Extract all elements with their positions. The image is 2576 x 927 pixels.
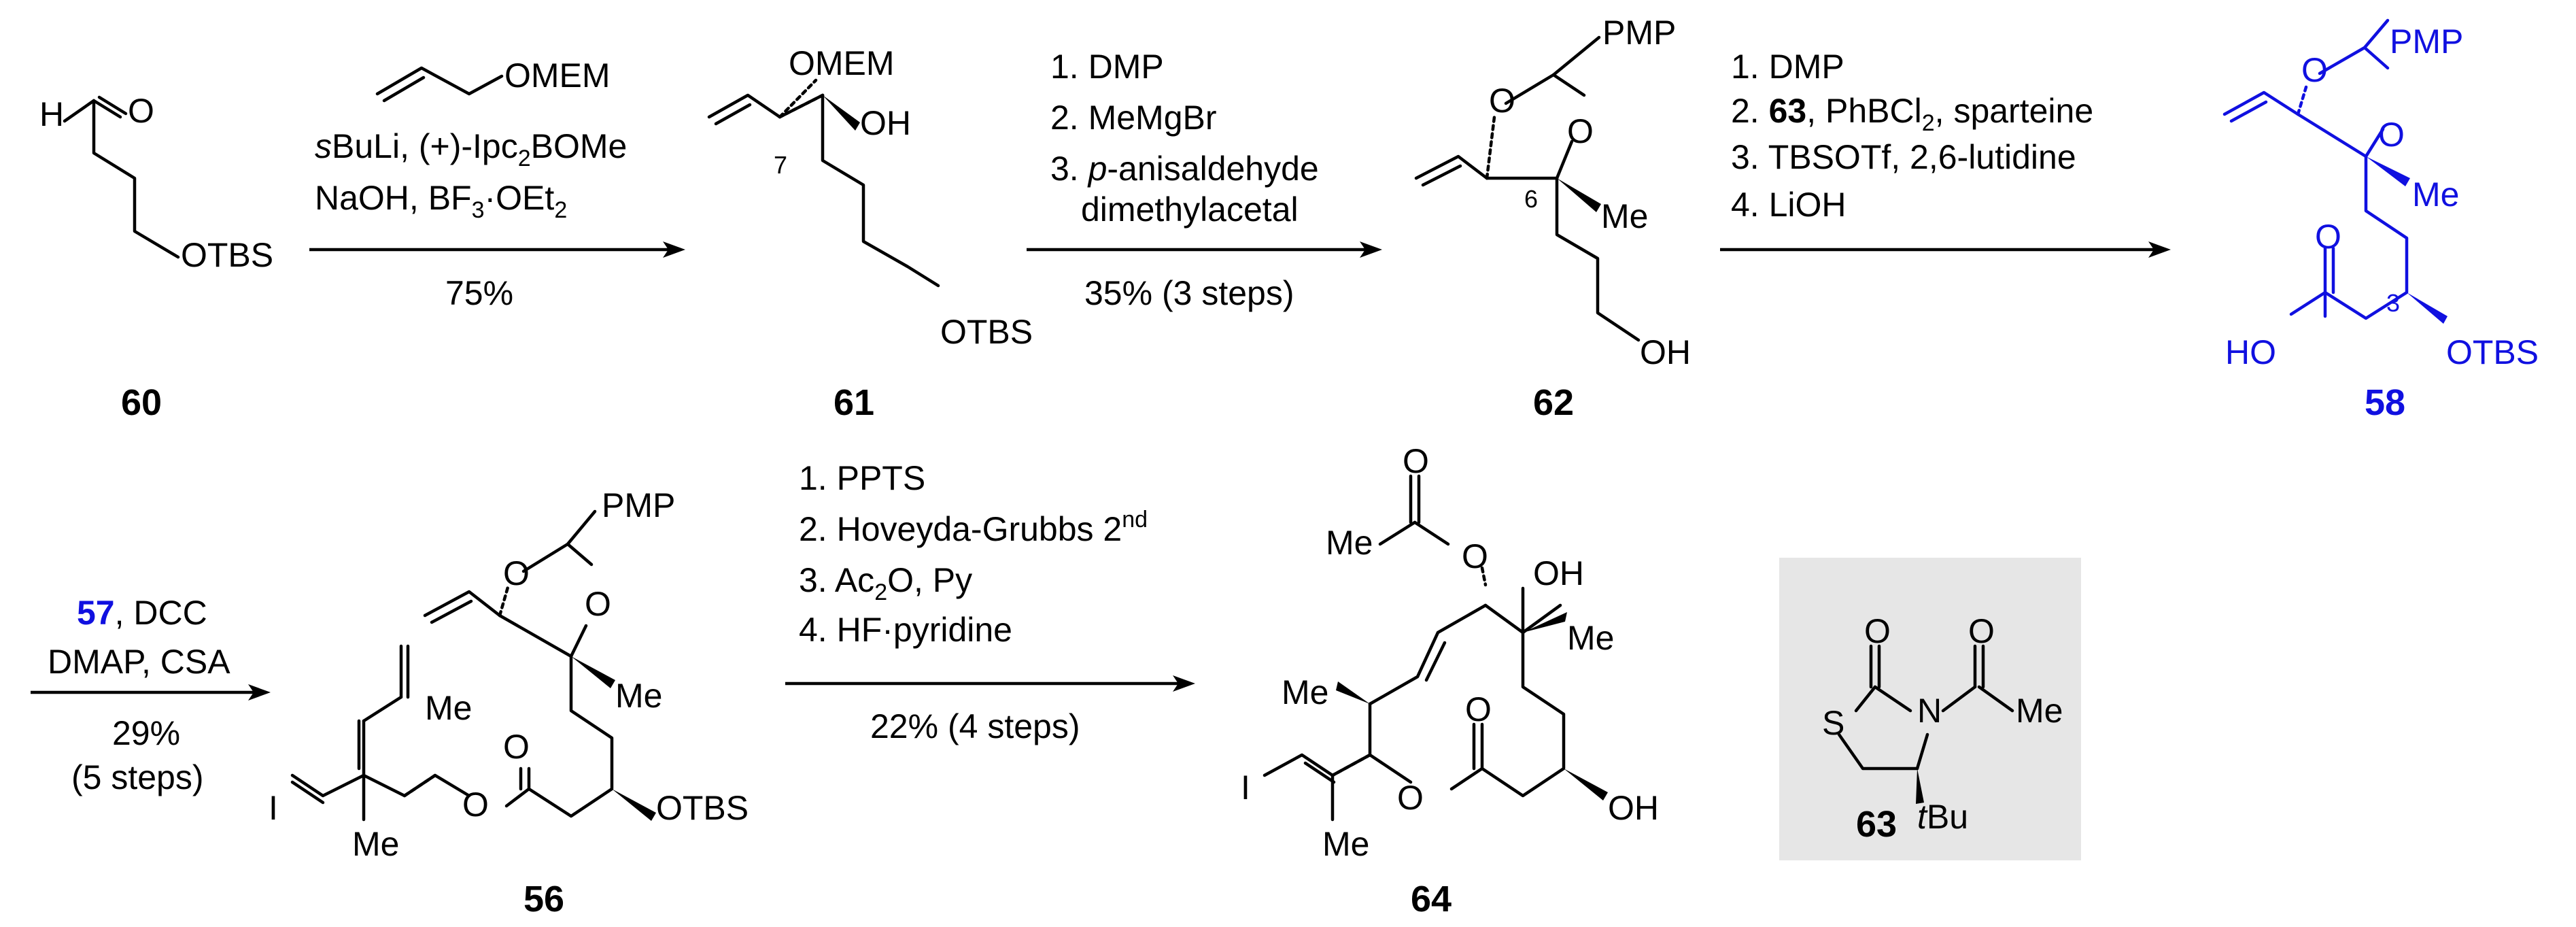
compound-62: O O PMP Me OH 6 62 [1414,14,1691,423]
label-lactone-o: O [1397,779,1424,817]
label-me: Me [1601,197,1648,235]
reagent-omem: OMEM [504,56,611,95]
label-pmp: PMP [2390,22,2463,61]
step5-line-3: 3. Ac2O, Py [799,561,972,605]
locant-3: 3 [2386,289,2400,317]
label-me-quaternary: Me [615,677,662,715]
compound-number-60: 60 [121,382,162,423]
label-iodo: I [1241,769,1250,807]
compound-number-56: 56 [523,879,564,920]
label-nitrogen: N [1917,692,1942,730]
compound-number-58: 58 [2365,382,2405,423]
label-ester-o: O [1462,537,1488,575]
label-iodo: I [269,789,278,827]
label-me-vinyl: Me [352,825,399,863]
step5-line-4: 4. HF·pyridine [799,611,1012,649]
label-acetyl-o: O [1403,442,1429,480]
label-o2: O [1567,112,1594,150]
step3-line-2: 2. 63, PhBCl2, sparteine [1731,92,2093,136]
yield-4-percent: 29% [112,714,180,752]
label-me-side: Me [425,689,472,727]
step-1: OMEM sBuLi, (+)-Ipc2BOMe NaOH, BF3·OEt2 … [309,56,685,312]
label-o2: O [1968,612,1995,650]
yield-5: 22% (4 steps) [870,707,1080,745]
label-carbonyl-o: O [1465,690,1492,728]
yield-2: 35% (3 steps) [1084,274,1294,312]
reagent-line-2: NaOH, BF3·OEt2 [315,179,567,223]
step5-line-1: 1. PPTS [799,459,925,497]
compound-63-box: O O S N Me tBu 63 [1779,558,2081,860]
label-h: H [39,95,64,133]
step4-line-1: 57, DCC [77,594,207,632]
locant-7: 7 [774,151,787,179]
step-2: 1. DMP 2. MeMgBr 3. p-anisaldehyde dimet… [1027,48,1382,312]
label-ho: HO [2225,333,2276,371]
label-me-ring: Me [1282,673,1328,711]
yield-1: 75% [445,274,513,312]
compound-64: O Me O OH Me Me O O I Me OH 64 [1241,442,1659,920]
label-o1: O [503,554,530,592]
label-carbonyl-o: O [503,728,530,766]
compound-60: H O OTBS 60 [39,92,273,423]
step3-line-3: 3. TBSOTf, 2,6-lutidine [1731,138,2076,176]
label-o1: O [1489,82,1515,120]
label-oh: OH [860,104,911,142]
label-oh: OH [1640,333,1691,371]
label-o2: O [2378,116,2405,154]
step2-line-3: 3. p-anisaldehyde [1050,150,1319,188]
label-o1: O [2301,51,2328,89]
step3-line-4: 4. LiOH [1731,186,1847,224]
step3-line-1: 1. DMP [1731,48,1844,86]
label-oh-tertiary: OH [1533,554,1584,592]
label-me: Me [2016,692,2063,730]
label-me: Me [2412,175,2459,214]
label-otbs: OTBS [940,313,1033,351]
step-5: 1. PPTS 2. Hoveyda-Grubbs 2nd 3. Ac2O, P… [785,459,1195,745]
label-o1: O [1864,612,1891,650]
label-otbs: OTBS [181,236,273,274]
highlight-box [1779,558,2081,860]
compound-56: O O PMP Me Me I Me O O OTBS 56 [269,486,749,920]
locant-6: 6 [1524,185,1538,213]
compound-number-62: 62 [1533,382,1574,423]
compound-number-63: 63 [1856,804,1897,845]
label-me-quaternary: Me [1567,619,1614,657]
label-omem: OMEM [789,44,895,82]
step5-line-2: 2. Hoveyda-Grubbs 2nd [799,507,1148,548]
label-sulfur: S [1822,704,1844,742]
label-otbs: OTBS [656,789,749,827]
label-ester-o: O [462,786,489,824]
yield-4-steps: (5 steps) [71,758,204,796]
label-pmp: PMP [602,486,675,524]
compound-number-61: 61 [834,382,874,423]
label-tbu: tBu [1917,798,1968,836]
compound-number-64: 64 [1411,879,1452,920]
label-oh-secondary: OH [1608,789,1659,827]
step2-line-4: dimethylacetal [1081,190,1299,229]
step-4: 57, DCC DMAP, CSA 29% (5 steps) [31,594,271,796]
label-carbonyl-o: O [2315,218,2341,256]
step2-line-1: 1. DMP [1050,48,1164,86]
label-acetyl-me: Me [1326,524,1373,562]
compound-58: O O PMP Me O HO OTBS 3 58 [2222,18,2539,423]
label-oxygen: O [128,92,154,130]
step2-line-2: 2. MeMgBr [1050,99,1217,137]
step4-line-2: DMAP, CSA [48,643,230,681]
step-3: 1. DMP 2. 63, PhBCl2, sparteine 3. TBSOT… [1720,48,2171,258]
label-otbs: OTBS [2446,333,2539,371]
reagent-line-1: sBuLi, (+)-Ipc2BOMe [315,127,627,171]
label-me-vinyl: Me [1322,825,1369,863]
compound-61: OMEM OH OTBS 7 61 [707,44,1033,423]
label-pmp: PMP [1602,14,1676,52]
label-o2: O [585,585,611,623]
